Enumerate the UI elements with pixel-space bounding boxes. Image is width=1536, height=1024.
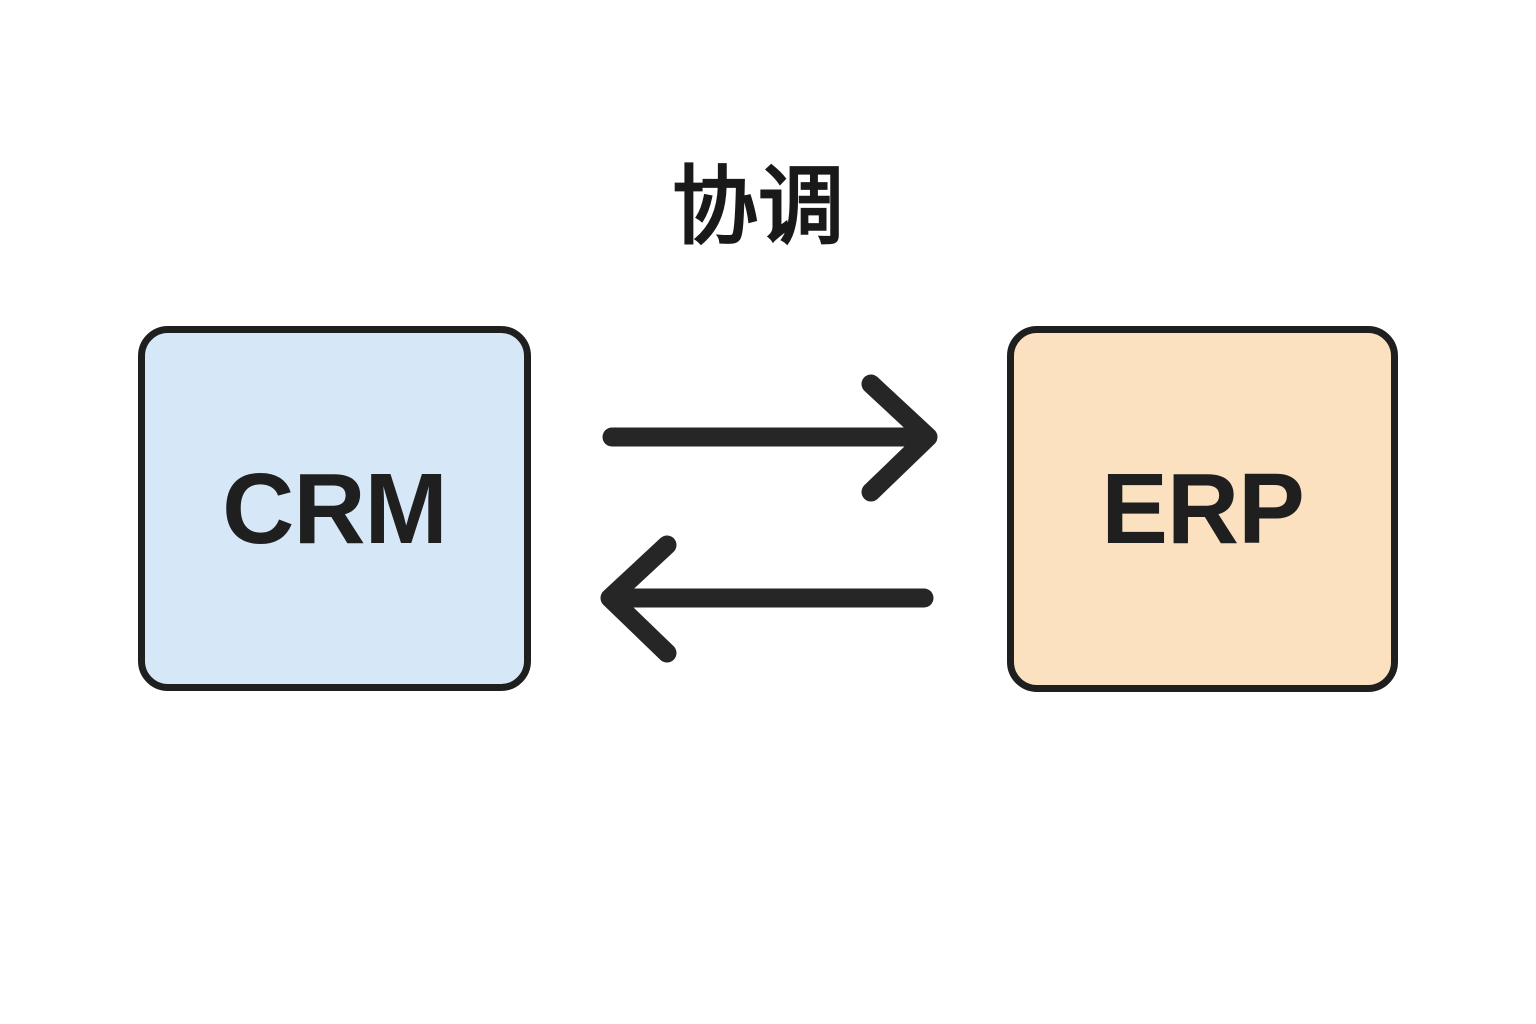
node-crm[interactable]: CRM [138, 326, 531, 691]
node-erp-label: ERP [1101, 453, 1305, 565]
edge-label-coordination: 协调 [672, 159, 844, 255]
arrow-erp-to-crm-head-icon [600, 535, 677, 663]
arrow-erp-to-crm[interactable] [600, 535, 934, 663]
arrow-crm-to-erp[interactable] [602, 374, 938, 502]
node-crm-label: CRM [222, 452, 448, 565]
node-erp[interactable]: ERP [1007, 326, 1398, 692]
arrow-crm-to-erp-head-icon [861, 374, 938, 502]
